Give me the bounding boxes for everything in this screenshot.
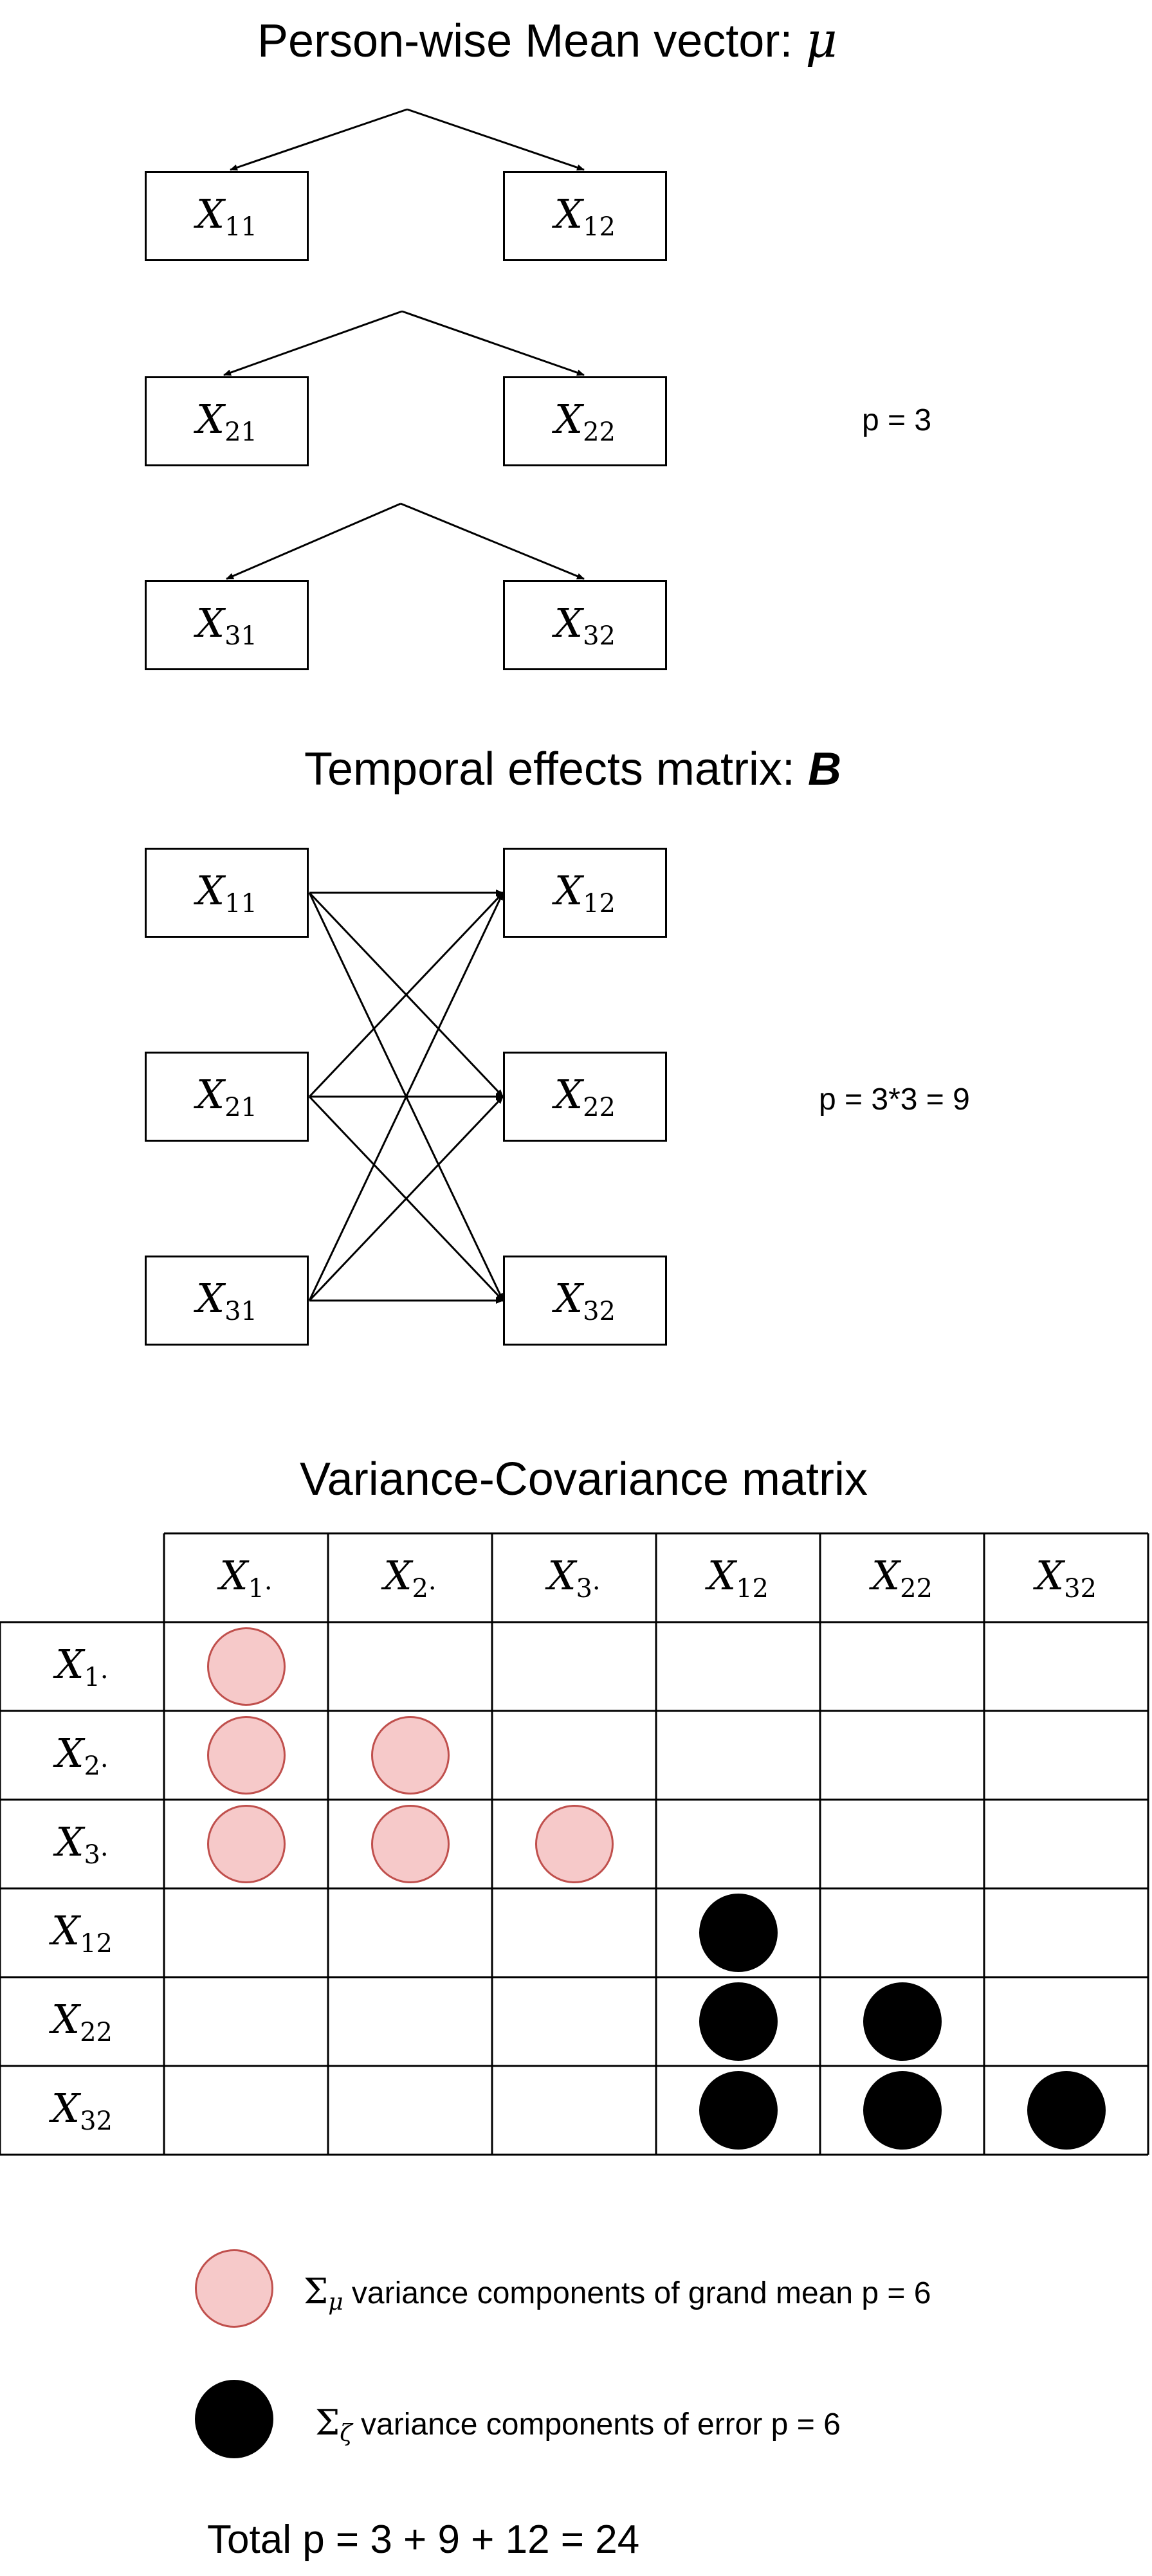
temporal-arrow (308, 892, 504, 1301)
legend-error-dot (195, 2380, 273, 2458)
temporal-node-x11: X11 (145, 848, 309, 938)
mean-variance-dot (535, 1805, 614, 1883)
legend-mean-label: Σμ variance components of grand mean p =… (304, 2271, 931, 2316)
error-variance-dot (699, 1894, 778, 1972)
mean-title-symbol: μ (805, 11, 837, 68)
temporal-node-label: X22 (554, 1071, 616, 1122)
matrix-row-header: X12 (51, 1907, 113, 1959)
temporal-node-x12: X12 (503, 848, 667, 938)
temporal-node-label: X32 (554, 1275, 616, 1326)
temporal-title-text: Temporal effects matrix: (304, 744, 808, 795)
temporal-node-x21: X21 (145, 1052, 309, 1142)
legend-error-text: variance components of error p = 6 (352, 2407, 841, 2442)
legend-mean-text: variance components of grand mean p = 6 (343, 2276, 931, 2310)
matrix-col-header: X3· (547, 1552, 601, 1603)
matrix-col-header: X32 (1035, 1552, 1097, 1603)
mean-arrow (400, 502, 585, 580)
mean-node-label: X22 (554, 396, 616, 447)
mean-param-note: p = 3 (862, 403, 932, 437)
temporal-title-symbol: B (807, 744, 841, 795)
matrix-row-header: X22 (51, 1996, 113, 2047)
mean-node-x32: X32 (503, 580, 667, 670)
error-variance-dot (699, 1982, 778, 2061)
mean-node-label: X11 (196, 190, 258, 242)
mean-node-label: X32 (554, 599, 616, 651)
mean-variance-dot (206, 1716, 286, 1795)
mean-variance-dot (206, 1805, 286, 1883)
error-variance-dot (863, 2071, 942, 2150)
matrix-row-header: X1· (55, 1641, 109, 1692)
matrix-row-header: X2· (55, 1730, 109, 1781)
mean-node-label: X21 (196, 396, 258, 447)
mean-node-x31: X31 (145, 580, 309, 670)
mean-arrow (407, 108, 585, 171)
mean-node-label: X31 (196, 599, 258, 651)
legend-error-label: Σζ variance components of error p = 6 (315, 2402, 841, 2447)
mean-arrow (226, 502, 401, 580)
temporal-node-label: X12 (554, 867, 616, 918)
temporal-node-x31: X31 (145, 1256, 309, 1346)
mean-variance-dot (370, 1805, 450, 1883)
temporal-node-label: X21 (196, 1071, 258, 1122)
mean-title-text: Person-wise Mean vector: (257, 15, 806, 67)
temporal-param-note: p = 3*3 = 9 (819, 1082, 970, 1117)
matrix-row-header: X32 (51, 2085, 113, 2136)
matrix-col-header: X22 (871, 1552, 933, 1603)
mean-arrow (230, 108, 408, 171)
mean-section-title: Person-wise Mean vector: μ (257, 15, 837, 67)
mean-arrow (401, 310, 585, 376)
mean-node-x11: X11 (145, 171, 309, 261)
matrix-row-header: X3· (55, 1818, 109, 1870)
error-variance-dot (863, 1982, 942, 2061)
mean-node-x21: X21 (145, 376, 309, 466)
mean-node-x22: X22 (503, 376, 667, 466)
legend-mean-dot (195, 2249, 273, 2328)
mean-variance-dot (370, 1716, 450, 1795)
legend-error-symbol: Σζ (315, 2402, 352, 2447)
temporal-node-x32: X32 (503, 1256, 667, 1346)
matrix-col-header: X2· (383, 1552, 437, 1603)
matrix-col-header: X1· (219, 1552, 273, 1603)
temporal-node-label: X11 (196, 867, 258, 918)
mean-node-label: X12 (554, 190, 616, 242)
error-variance-dot (699, 2071, 778, 2150)
mean-variance-dot (206, 1627, 286, 1706)
temporal-arrow (308, 1095, 504, 1302)
temporal-node-label: X31 (196, 1275, 258, 1326)
error-variance-dot (1027, 2071, 1106, 2150)
temporal-section-title: Temporal effects matrix: B (304, 746, 841, 792)
covariance-section-title: Variance-Covariance matrix (300, 1454, 868, 1505)
temporal-node-x22: X22 (503, 1052, 667, 1142)
mean-node-x12: X12 (503, 171, 667, 261)
legend-mean-symbol: Σμ (304, 2271, 343, 2316)
matrix-col-header: X12 (707, 1552, 769, 1603)
mean-arrow (223, 310, 403, 376)
temporal-arrow (308, 891, 504, 1098)
total-parameters: Total p = 3 + 9 + 12 = 24 (207, 2517, 640, 2562)
